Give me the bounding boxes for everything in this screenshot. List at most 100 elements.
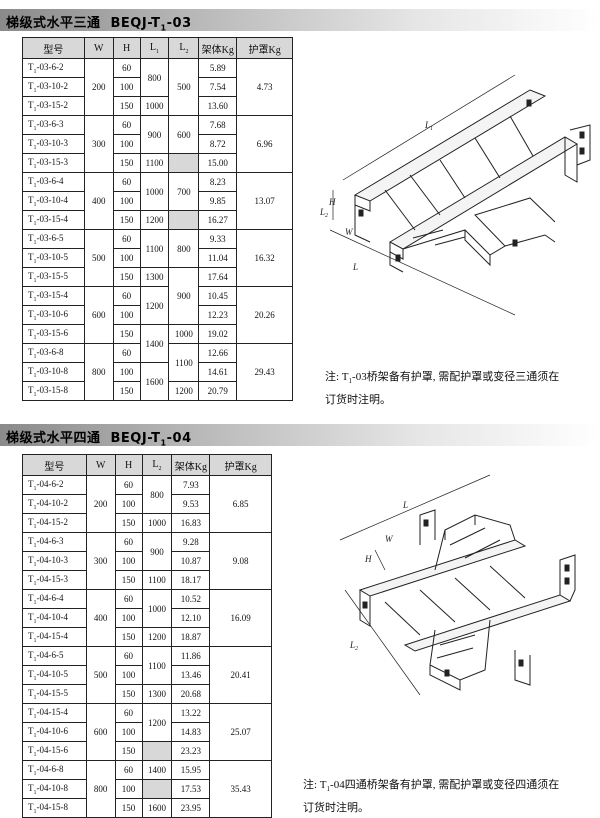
cover-kg-cell: 16.09 (209, 589, 272, 647)
diagram-label-h: H (328, 197, 336, 207)
h-cell: 100 (112, 134, 141, 154)
cover-kg-cell: 16.32 (236, 229, 293, 287)
diagram-label-l1: L1 (424, 120, 433, 132)
h-cell: 100 (114, 551, 143, 571)
l1-cell: 900 (139, 115, 170, 154)
h-cell: 150 (114, 627, 143, 647)
col-l2: L2 (141, 454, 173, 476)
model-cell: T1-04-6-5 (22, 646, 87, 666)
frame-kg-cell: 9.85 (198, 191, 238, 211)
l2-cell: 700 (168, 172, 200, 211)
l1-cell: 1200 (139, 286, 170, 325)
frame-kg-cell: 18.87 (171, 627, 211, 647)
table-row: T1-04-10-5 100 13.46 (22, 665, 272, 685)
frame-kg-cell: 16.83 (171, 513, 211, 533)
cover-kg-cell: 20.41 (209, 646, 272, 704)
frame-kg-cell: 10.52 (171, 589, 211, 609)
w-cell: 400 (83, 172, 114, 230)
h-cell: 100 (112, 191, 141, 211)
col-l1: L1 (139, 37, 170, 59)
h-cell: 150 (114, 684, 143, 704)
frame-kg-cell: 9.53 (171, 494, 211, 514)
h-cell: 60 (114, 589, 143, 609)
table-row: T1-03-10-6 100 12.23 (22, 305, 293, 325)
l2-cell: 1100 (141, 570, 173, 590)
frame-kg-cell: 20.79 (198, 381, 238, 401)
frame-kg-cell: 16.27 (198, 210, 238, 230)
cover-kg-cell: 6.96 (236, 115, 293, 173)
h-cell: 100 (112, 77, 141, 97)
cover-kg-cell: 9.08 (209, 532, 272, 590)
frame-kg-cell: 11.04 (198, 248, 238, 268)
table-row: T1-03-15-6 150 1400 1000 19.02 (22, 324, 293, 363)
table-row: T1-03-15-2 150 1000 13.60 (22, 96, 293, 116)
frame-kg-cell: 10.87 (171, 551, 211, 571)
h-cell: 60 (114, 760, 143, 780)
frame-kg-cell: 17.64 (198, 267, 238, 287)
table-row: T1-04-6-2 200 60 800 7.93 6.85 (22, 475, 272, 533)
model-cell: T1-04-10-8 (22, 779, 87, 799)
table-row: T1-04-6-8 800 60 1400 15.95 35.43 (22, 760, 272, 818)
table-row: T1-04-10-4 100 12.10 (22, 608, 272, 628)
frame-kg-cell: 13.60 (198, 96, 238, 116)
model-cell: T1-03-10-6 (22, 305, 85, 325)
col-w: W (85, 454, 116, 476)
model-cell: T1-03-6-5 (22, 229, 85, 249)
l2-cell: 1300 (141, 684, 173, 704)
frame-kg-cell: 7.93 (171, 475, 211, 495)
table-row: T1-03-15-4 150 1200 16.27 (22, 210, 293, 230)
cover-kg-cell: 25.07 (209, 703, 272, 761)
model-cell: T1-04-15-8 (22, 798, 87, 818)
model-cell: T1-04-10-6 (22, 722, 87, 742)
h-cell: 100 (112, 248, 141, 268)
table-row: T1-03-15-3 150 1100 15.00 (22, 153, 293, 173)
table-row: T1-03-15-4 600 60 1200 10.45 20.26 (22, 286, 293, 344)
model-cell: T1-03-10-2 (22, 77, 85, 97)
l2-cell: 1100 (141, 646, 173, 685)
model-cell: T1-04-10-3 (22, 551, 87, 571)
table-row: T1-03-6-8 800 60 1100 12.66 29.43 (22, 343, 293, 401)
model-cell: T1-03-15-4 (22, 210, 85, 230)
l2-cell: 1400 (141, 760, 173, 780)
frame-kg-cell: 20.68 (171, 684, 211, 704)
diagram-label-w: W (345, 227, 354, 237)
l2-cell: 1600 (141, 798, 173, 818)
cross-ladder-diagram: L H W L2 (339, 474, 576, 696)
h-cell: 60 (112, 172, 141, 192)
h-cell: 100 (114, 779, 143, 799)
table-row: T1-04-6-4 400 60 1000 10.52 16.09 (22, 589, 272, 647)
model-cell: T1-04-10-5 (22, 665, 87, 685)
model-cell: T1-03-10-4 (22, 191, 85, 211)
cover-kg-cell: 29.43 (236, 343, 293, 401)
frame-kg-cell: 9.28 (171, 532, 211, 552)
frame-kg-cell: 8.23 (198, 172, 238, 192)
l2-cell: 1200 (168, 381, 200, 401)
col-model: 型号 (22, 37, 85, 59)
model-cell: T1-04-15-4 (22, 627, 87, 647)
h-cell: 60 (114, 475, 143, 495)
model-cell: T1-03-6-8 (22, 343, 85, 363)
h-cell: 60 (112, 115, 141, 135)
frame-kg-cell: 23.95 (171, 798, 211, 818)
model-cell: T1-04-10-2 (22, 494, 87, 514)
table-row: T1-04-6-3 300 60 900 9.28 9.08 (22, 532, 272, 590)
l1-cell: 1000 (139, 172, 170, 211)
l2-cell (141, 779, 173, 799)
l2-cell (141, 741, 173, 761)
frame-kg-cell: 13.22 (171, 703, 211, 723)
col-cover-kg: 护罩Kg (236, 37, 293, 59)
model-cell: T1-04-10-4 (22, 608, 87, 628)
l1-cell: 1000 (139, 96, 170, 116)
l2-cell: 800 (141, 475, 173, 514)
h-cell: 150 (112, 153, 141, 173)
l2-cell: 1000 (141, 589, 173, 628)
l2-cell (168, 153, 200, 173)
h-cell: 60 (112, 229, 141, 249)
col-l2: L2 (168, 37, 200, 59)
frame-kg-cell: 7.68 (198, 115, 238, 135)
h-cell: 150 (114, 741, 143, 761)
model-cell: T1-03-15-6 (22, 324, 85, 344)
cover-kg-cell: 35.43 (209, 760, 272, 818)
